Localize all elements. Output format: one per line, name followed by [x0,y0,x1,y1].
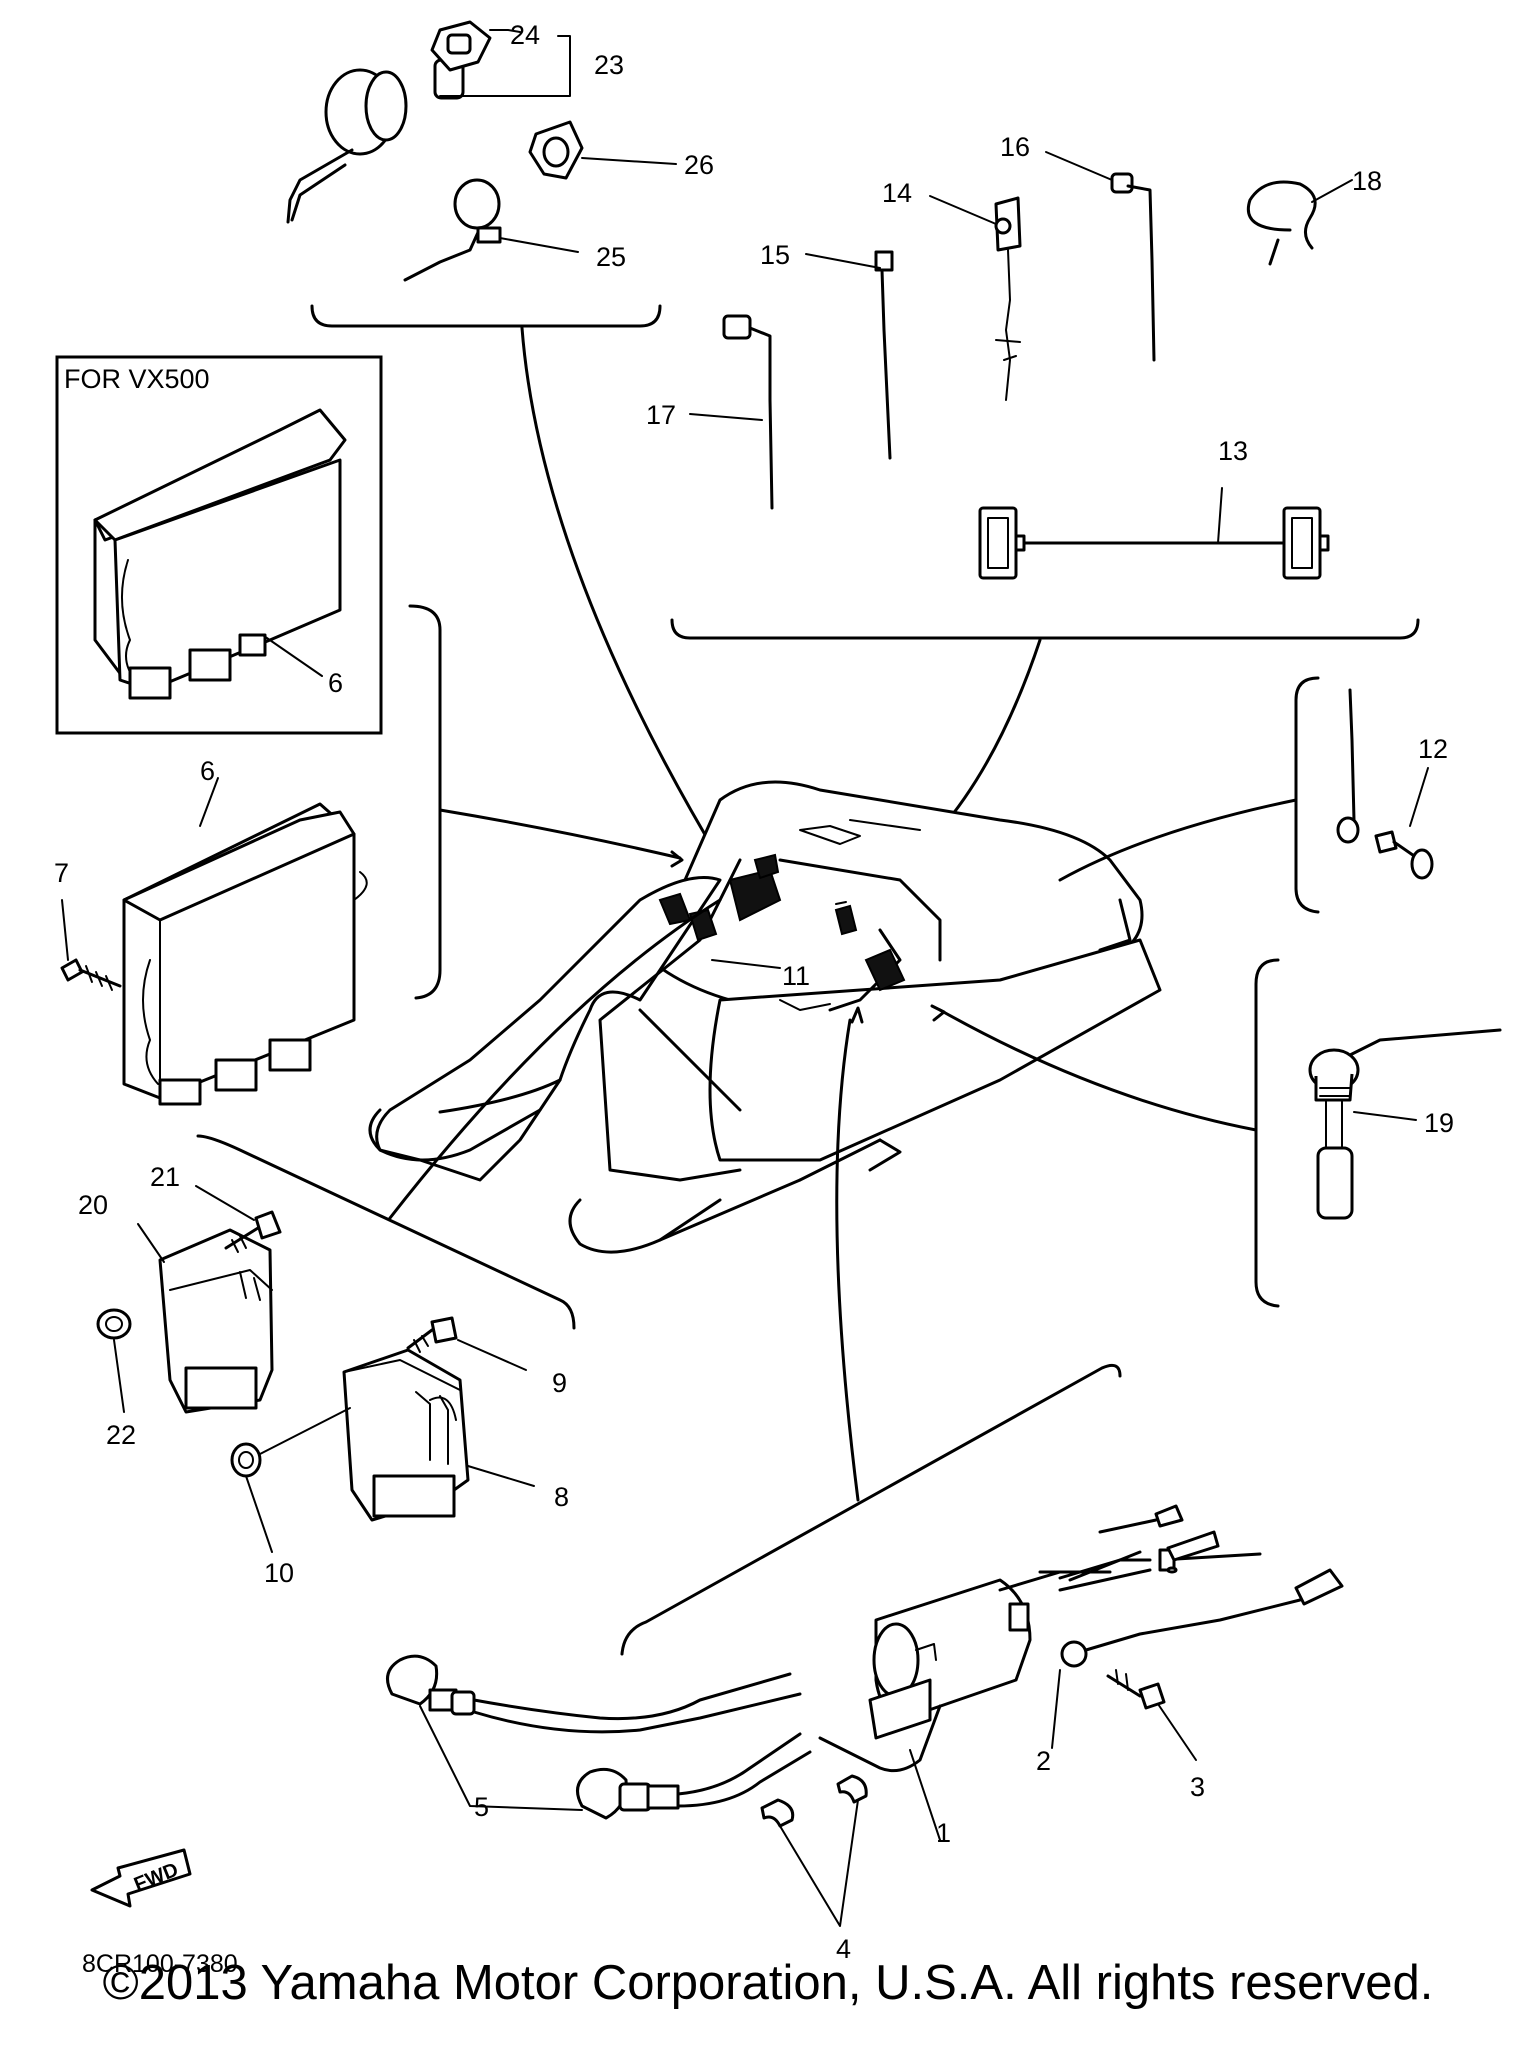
callout-12: 12 [1418,734,1448,764]
ground-lead-group [1058,676,1434,914]
plug-caps-5 [386,1654,812,1820]
bolt-12 [1374,830,1434,880]
bolt-21 [195,1185,282,1253]
callout-16: 16 [1000,132,1030,162]
callout-8: 8 [554,1482,569,1512]
clamp-18 [1247,179,1353,266]
wire-terminal-2 [1051,1568,1344,1749]
sensor-19 [1308,1028,1502,1220]
inset-label: FOR VX500 [64,364,210,394]
callout-14: 14 [882,178,912,208]
callout-23: 23 [594,50,624,80]
cable-tie-15 [805,250,894,460]
callout-25: 25 [596,242,626,272]
clips-4 [760,1774,868,1927]
cdi-unit-inset [93,408,347,700]
callout-26: 26 [684,150,714,180]
callout-24: 24 [510,20,540,50]
nut-22 [96,1308,132,1413]
callout-6: 6 [200,756,215,786]
callout-1: 1 [936,1818,951,1848]
callout-9: 9 [552,1368,567,1398]
main-switch-key-part [430,20,492,72]
bolt-7 [60,899,122,991]
callout-21: 21 [150,1162,180,1192]
callout-5: 5 [474,1792,489,1822]
lever-nut-part [528,120,584,180]
nut-10 [230,1407,351,1553]
wire-connector-13 [978,487,1330,580]
wire-lead-16 [1045,151,1156,362]
main-switch-part [286,58,465,224]
callout-7: 7 [54,858,69,888]
copyright-notice: ©2013 Yamaha Motor Corporation, U.S.A. A… [102,1956,1434,2010]
callout-10: 10 [264,1558,294,1588]
bolt-9 [406,1316,527,1371]
wire-harness-11 [598,853,942,1182]
callout-2: 2 [1036,1746,1051,1776]
callout-20: 20 [78,1190,108,1220]
wire-part-17 [689,314,774,510]
wire-parts-group [670,151,1420,836]
callout-15: 15 [760,240,790,270]
voltage-regulator-8 [342,1348,535,1522]
choke-lever-part [403,178,502,282]
callout-4: 4 [836,1934,851,1964]
vx500-inset: FOR VX500 [55,355,383,735]
callout-6-inset: 6 [328,668,343,698]
callout-13: 13 [1218,436,1248,466]
reference-code: 8CR100-7380 [82,1950,238,1978]
main-switch-group [286,20,724,862]
callout-11: 11 [782,961,810,991]
screw-3 [1106,1669,1197,1761]
callout-3: 3 [1190,1772,1205,1802]
callout-18: 18 [1352,166,1382,196]
ignition-coil-1 [818,1558,1152,1841]
fwd-arrow-icon: FWD [90,1848,192,1908]
cdi-unit-6 [122,777,368,1106]
coil-lead-wires [1058,1504,1262,1592]
switch-14 [929,195,1022,401]
snowmobile-body [368,780,1162,1254]
sensor-group [930,958,1502,1308]
callout-19: 19 [1424,1108,1454,1138]
callout-17: 17 [646,400,676,430]
rectifier-20 [137,1223,274,1414]
callout-22: 22 [106,1420,136,1450]
